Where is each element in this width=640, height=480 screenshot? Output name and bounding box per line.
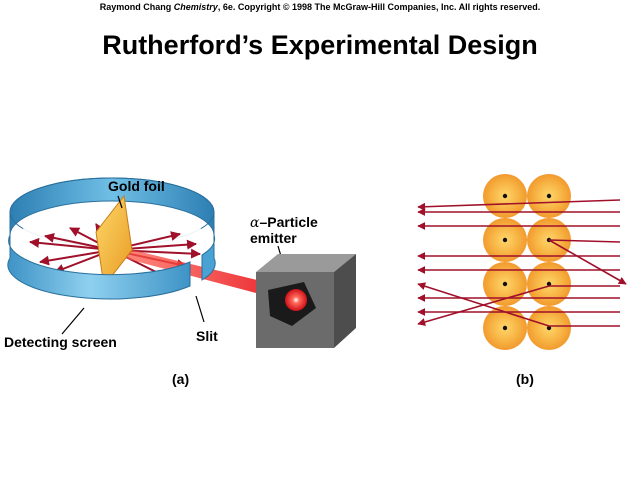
alpha-emitter (256, 254, 356, 348)
label-emitter: emitter (250, 230, 297, 246)
label-gold-foil: Gold foil (108, 178, 165, 194)
nucleus (502, 281, 508, 287)
gold-atoms (483, 174, 571, 350)
diagram-a: Gold foil α–Particle emitter Detecting s… (4, 177, 356, 387)
nucleus (546, 281, 552, 287)
page-title: Rutherford’s Experimental Design (102, 30, 538, 60)
nuclei (502, 193, 552, 331)
detecting-screen-front (7, 234, 191, 300)
leader-gold-foil (117, 195, 123, 209)
nucleus (502, 237, 508, 243)
nucleus (502, 325, 508, 331)
nucleus (502, 193, 508, 199)
copyright-rest: , 6e. Copyright © 1998 The McGraw-Hill C… (217, 2, 541, 12)
label-detecting-screen: Detecting screen (4, 334, 117, 350)
copyright-author: Raymond Chang (99, 2, 174, 12)
particle-path (417, 199, 621, 211)
particle-path (417, 282, 620, 327)
caption-a: (a) (172, 371, 189, 387)
copyright-book: Chemistry (173, 2, 218, 12)
diagram-b: (b) (417, 174, 627, 387)
label-alpha-symbol: α (250, 215, 260, 231)
nucleus (546, 193, 552, 199)
label-particle: –Particle (259, 214, 318, 230)
nucleus (546, 325, 552, 331)
label-slit: Slit (196, 328, 218, 344)
particle-paths (417, 199, 627, 327)
leader-detecting-screen (61, 307, 85, 335)
detecting-screen-front-right (201, 234, 216, 281)
label-alpha-particle: α–Particle (250, 214, 318, 231)
caption-b: (b) (516, 371, 534, 387)
leader-slit (195, 295, 205, 323)
gold-foil (95, 194, 133, 288)
copyright-line: Raymond Chang Chemistry, 6e. Copyright ©… (0, 2, 640, 12)
